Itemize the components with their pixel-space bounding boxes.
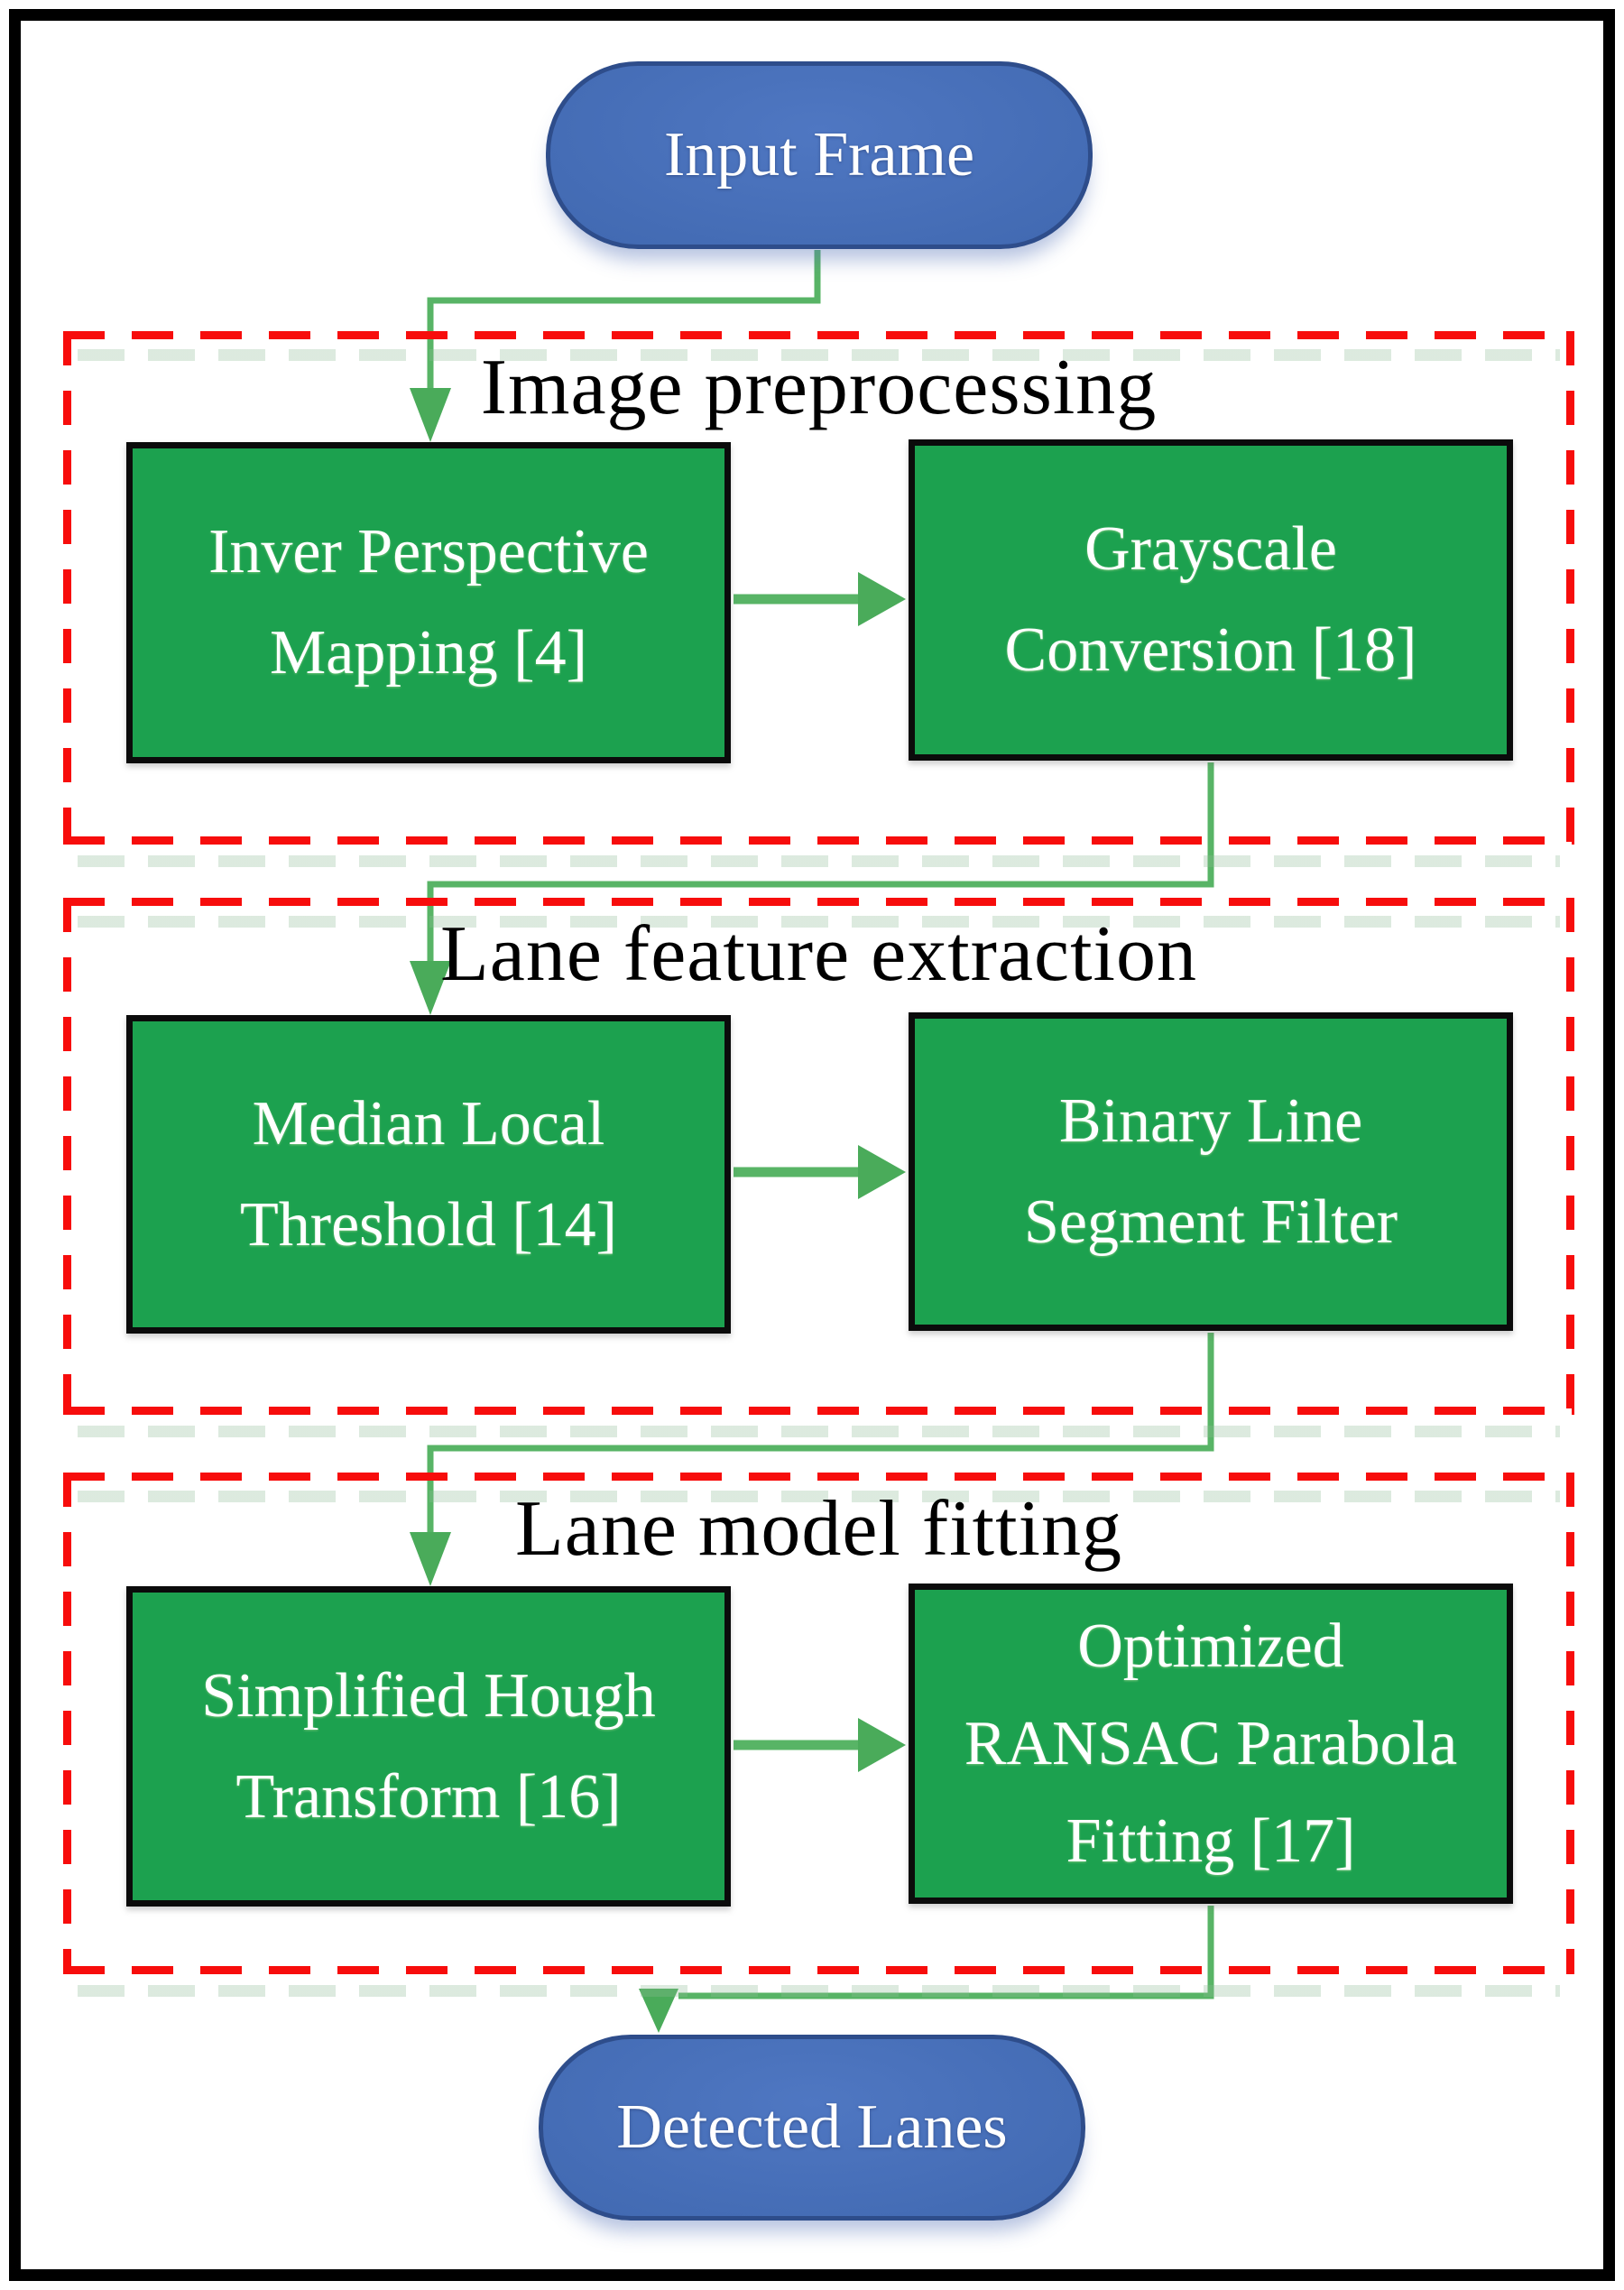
- section-dashed-border-left: [63, 1473, 71, 1974]
- process-box-inverse-perspective-mapping: Inver Perspective Mapping [4]: [126, 442, 731, 763]
- process-box-simplified-hough-transform: Simplified Hough Transform [16]: [126, 1586, 731, 1907]
- section-dashed-border-right: [1566, 898, 1574, 1415]
- section-dashed-border-bottom: [63, 1966, 1574, 1974]
- process-box-label: Grayscale Conversion [18]: [1004, 514, 1417, 685]
- process-box-label: Binary Line Segment Filter: [1023, 1085, 1398, 1257]
- section-lane-model-fitting: Lane model fitting: [63, 1473, 1574, 1997]
- process-box-label: Inver Perspective Mapping [4]: [208, 517, 649, 688]
- section-dashed-border-left: [63, 898, 71, 1415]
- dash-echo: [78, 1985, 1560, 1997]
- dash-echo: [78, 855, 1560, 867]
- section-dashed-border-top: [63, 331, 1574, 339]
- section-dashed-border-top: [63, 1473, 1574, 1481]
- start-node-label: Input Frame: [663, 120, 975, 189]
- end-node-detected-lanes: Detected Lanes: [539, 2035, 1085, 2221]
- end-node-label: Detected Lanes: [616, 2092, 1008, 2162]
- section-lane-feature-extraction: Lane feature extraction: [63, 898, 1574, 1437]
- section-dashed-border-left: [63, 331, 71, 845]
- section-title: Lane feature extraction: [440, 910, 1197, 998]
- dash-echo: [78, 1491, 1560, 1502]
- section-image-preprocessing: Image preprocessing: [63, 331, 1574, 867]
- section-dashed-border-top: [63, 898, 1574, 906]
- section-dashed-border-bottom: [63, 1407, 1574, 1415]
- process-box-label: Optimized RANSAC Parabola Fitting [17]: [964, 1611, 1458, 1876]
- section-title: Image preprocessing: [480, 344, 1158, 431]
- dash-echo: [78, 1426, 1560, 1437]
- process-box-grayscale-conversion: Grayscale Conversion [18]: [909, 439, 1513, 761]
- process-box-label: Median Local Threshold [14]: [240, 1088, 617, 1260]
- section-dashed-border-right: [1566, 1473, 1574, 1974]
- dash-echo: [78, 916, 1560, 928]
- section-dashed-border-right: [1566, 331, 1574, 845]
- process-box-label: Simplified Hough Transform [16]: [201, 1660, 656, 1832]
- process-box-median-local-threshold: Median Local Threshold [14]: [126, 1015, 731, 1334]
- dash-echo: [78, 349, 1560, 361]
- section-title: Lane model fitting: [515, 1485, 1122, 1573]
- process-box-optimized-ransac-parabola-fitting: Optimized RANSAC Parabola Fitting [17]: [909, 1584, 1513, 1904]
- start-node-input-frame: Input Frame: [546, 61, 1093, 249]
- process-box-binary-line-segment-filter: Binary Line Segment Filter: [909, 1012, 1513, 1331]
- section-dashed-border-bottom: [63, 836, 1574, 845]
